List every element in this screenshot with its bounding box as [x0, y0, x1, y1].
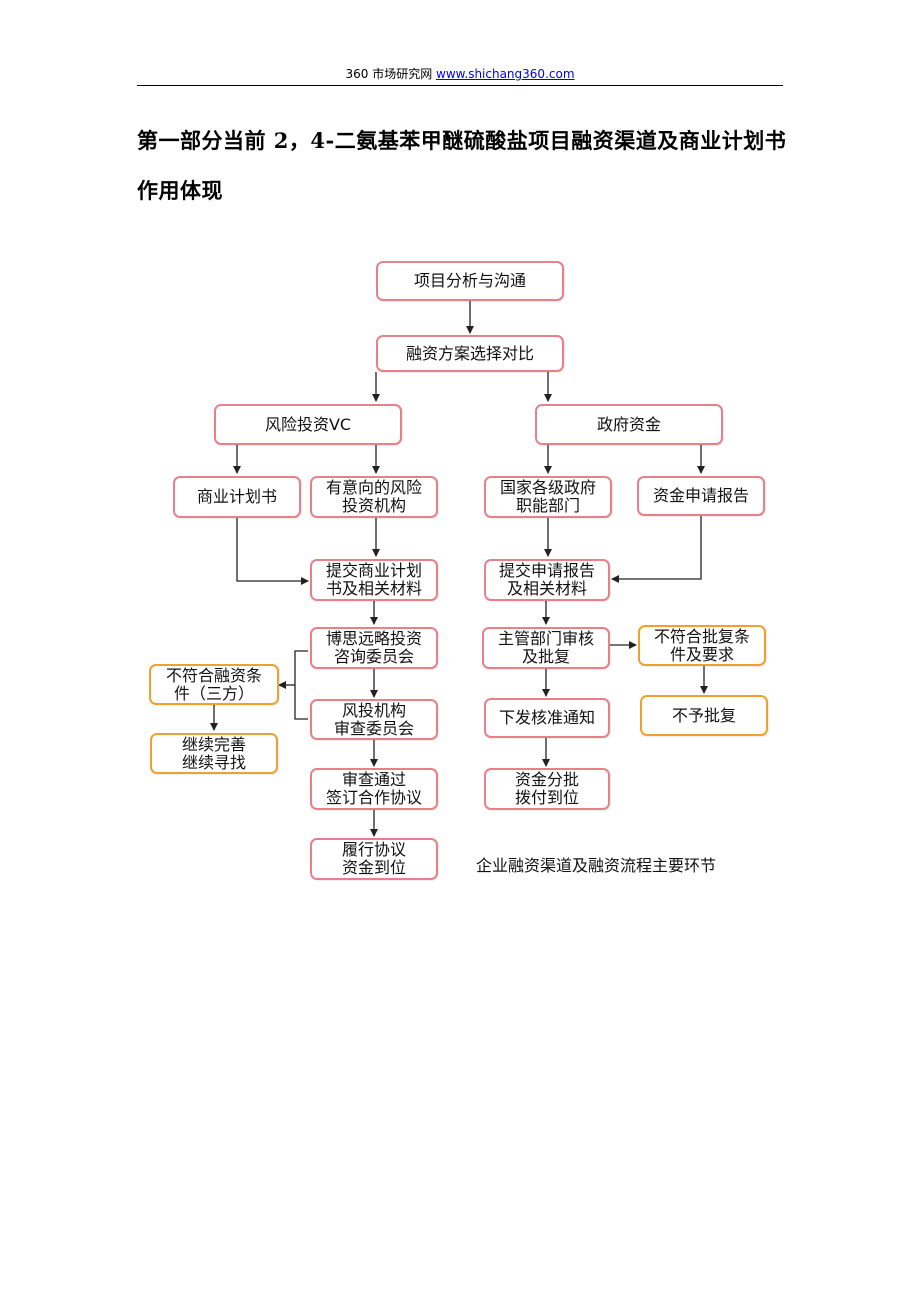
node-interested-vc: 有意向的风险 投资机构: [310, 476, 438, 518]
node-gov-funds: 政府资金: [535, 404, 723, 445]
node-fulfill: 履行协议 资金到位: [310, 838, 438, 880]
page-title: 第一部分当前 2，4-二氨基苯甲醚硫酸盐项目融资渠道及商业计划书作用体现: [137, 128, 787, 203]
flowchart: 项目分析与沟通 融资方案选择对比 风险投资VC 政府资金 商业计划书 有意向的风…: [145, 248, 785, 903]
header-link[interactable]: www.shichang360.com: [436, 67, 575, 81]
flowchart-connectors: [210, 301, 708, 837]
node-dept-review: 主管部门审核 及批复: [482, 627, 610, 669]
node-issue-notice: 下发核准通知: [484, 698, 610, 738]
connector: [611, 516, 702, 583]
header-site: 360 市场研究网: [345, 67, 433, 81]
connector: [294, 650, 308, 720]
node-boss-committee: 博思远略投资 咨询委员会: [310, 627, 438, 669]
node-plan-compare: 融资方案选择对比: [376, 335, 564, 372]
node-business-plan: 商业计划书: [173, 476, 301, 518]
node-continue: 继续完善 继续寻找: [150, 733, 278, 774]
connector: [236, 518, 309, 585]
node-fund-application: 资金申请报告: [637, 476, 765, 516]
diagram-caption: 企业融资渠道及融资流程主要环节: [476, 856, 717, 875]
node-gov-departments: 国家各级政府 职能部门: [484, 476, 612, 518]
node-submit-application: 提交申请报告 及相关材料: [484, 559, 610, 601]
node-review-passed: 审查通过 签订合作协议: [310, 768, 438, 810]
node-submit-plan: 提交商业计划 书及相关材料: [310, 559, 438, 601]
node-funds-batches: 资金分批 拨付到位: [484, 768, 610, 810]
page-header: 360 市场研究网 www.shichang360.com: [137, 66, 783, 82]
header-rule: [137, 85, 783, 86]
node-vc-review: 风投机构 审查委员会: [310, 699, 438, 740]
node-not-meet-vc: 不符合融资条 件（三方）: [149, 664, 279, 705]
node-no-approval: 不予批复: [640, 695, 768, 736]
node-vc: 风险投资VC: [214, 404, 402, 445]
node-not-meet-gov: 不符合批复条 件及要求: [638, 625, 766, 666]
node-project-analysis: 项目分析与沟通: [376, 261, 564, 301]
